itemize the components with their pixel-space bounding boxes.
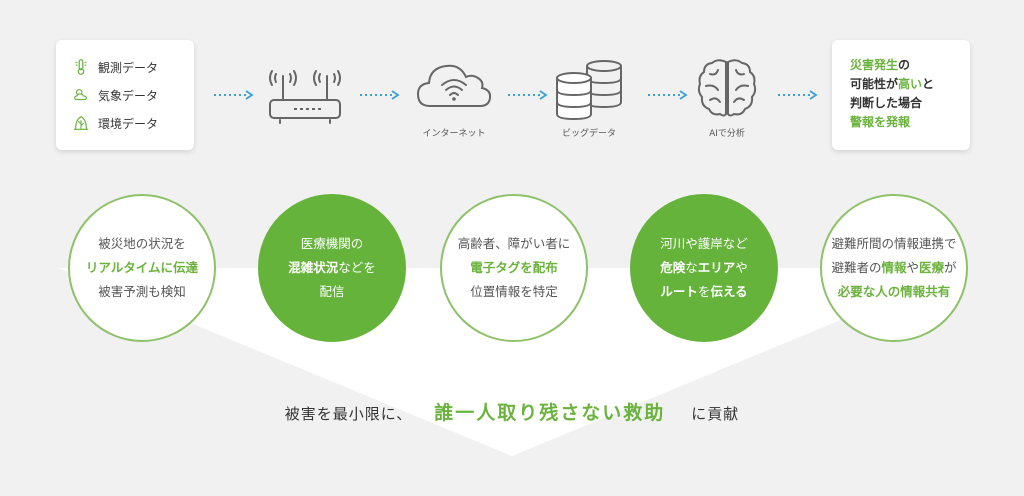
benefit-circle-hospital: 医療機関の混雑状況などを配信 <box>258 194 406 342</box>
flow-arrow-5 <box>778 90 818 100</box>
flow-arrow-4 <box>648 90 688 100</box>
circle-text: 被災地の状況をリアルタイムに伝達被害予測も検知 <box>74 232 210 304</box>
circle-text-part: 配信 <box>319 284 345 299</box>
circle-line: 危険なエリアや <box>636 256 772 280</box>
circle-emphasis: 情報 <box>881 260 907 275</box>
source-item-weather: 気象データ <box>72 85 158 105</box>
circle-emphasis: 混雑状況 <box>288 260 339 275</box>
circle-text-part: 避難者の <box>831 260 882 275</box>
circle-line: 河川や護岸など <box>636 232 772 256</box>
circle-text-part: が <box>944 260 957 275</box>
benefit-circle-shelter: 避難所間の情報連携で避難者の情報や医療が必要な人の情報共有 <box>820 194 968 342</box>
flow-arrow-2 <box>360 90 400 100</box>
circle-text-part: 位置情報を特定 <box>470 284 558 299</box>
circle-text-part: を <box>697 284 711 299</box>
tagline-suffix: に貢献 <box>691 405 740 423</box>
circle-text-part: 河川や護岸など <box>660 236 748 251</box>
circle-line: 電子タグを配布 <box>446 256 582 280</box>
circle-line: 位置情報を特定 <box>446 280 582 304</box>
flow-arrow-3 <box>508 90 548 100</box>
thermometer-icon <box>75 59 87 75</box>
flow-arrow-1 <box>214 90 254 100</box>
circle-emphasis: リアルタイムに伝達 <box>85 260 199 275</box>
circle-emphasis: 危険 <box>660 260 686 275</box>
alert-result-card: 災害発生の 可能性が高いと 判断した場合 警報を発報 <box>832 40 970 150</box>
circle-text-part: や <box>906 260 919 275</box>
benefit-circle-realtime: 被災地の状況をリアルタイムに伝達被害予測も検知 <box>68 194 216 342</box>
circle-text-part: 被災地の状況を <box>98 236 186 251</box>
result-highlight: 災害発生 <box>850 58 899 72</box>
circle-emphasis: ルート <box>660 284 698 299</box>
circle-text: 医療機関の混雑状況などを配信 <box>264 232 400 304</box>
benefit-circle-danger: 河川や護岸など危険なエリアやルートを伝える <box>630 194 778 342</box>
brain-icon <box>697 59 757 117</box>
circle-text-part: 避難所間の情報連携で <box>831 236 957 251</box>
bigdata-label: ビッグデータ <box>561 129 616 139</box>
tagline: 被害を最小限に、 誰一人取り残さない救助 に貢献 <box>0 398 1024 425</box>
tagline-prefix: 被害を最小限に、 <box>284 405 413 423</box>
circle-line: 必要な人の情報共有 <box>826 280 962 304</box>
circle-text-part: などを <box>338 260 376 275</box>
circle-text-part: 医療機関の <box>300 236 364 251</box>
circle-emphasis: 伝える <box>710 284 748 299</box>
circle-text-part: 高齢者、障がい者に <box>457 236 571 251</box>
result-highlight: 警報を発報 <box>850 115 911 129</box>
circle-text: 避難所間の情報連携で避難者の情報や医療が必要な人の情報共有 <box>826 232 962 304</box>
circle-text-part: や <box>735 260 748 275</box>
circle-line: ルートを伝える <box>636 280 772 304</box>
circle-text: 河川や護岸など危険なエリアやルートを伝える <box>636 232 772 304</box>
source-item-environment: 環境データ <box>72 113 158 133</box>
cloud-wifi-icon <box>416 64 492 107</box>
circle-line: 高齢者、障がい者に <box>446 232 582 256</box>
source-label: 観測データ <box>98 60 159 75</box>
leaf-icon <box>73 116 89 130</box>
circle-text: 高齢者、障がい者に電子タグを配布位置情報を特定 <box>446 232 582 304</box>
tagline-highlight: 誰一人取り残さない救助 <box>434 402 666 424</box>
wifi-router-icon <box>269 70 341 124</box>
circle-line: 混雑状況などを <box>264 256 400 280</box>
database-icon <box>556 60 622 120</box>
data-sources-card: 観測データ 気象データ 環境データ <box>56 40 194 150</box>
circle-emphasis: 必要な人の情報共有 <box>837 284 951 299</box>
circle-text-part: 被害予測も検知 <box>98 284 186 299</box>
benefit-circle-tag: 高齢者、障がい者に電子タグを配布位置情報を特定 <box>440 194 588 342</box>
source-label: 気象データ <box>98 88 159 103</box>
result-text: 可能性が <box>850 77 899 91</box>
circle-text-part: な <box>685 260 698 275</box>
circle-line: 配信 <box>264 280 400 304</box>
circle-emphasis: 電子タグを配布 <box>470 260 558 275</box>
cloud-sun-icon <box>74 89 87 101</box>
internet-label: インターネット <box>422 129 486 139</box>
circle-line: リアルタイムに伝達 <box>74 256 210 280</box>
result-highlight: 高い <box>898 77 923 91</box>
circle-line: 避難者の情報や医療が <box>826 256 962 280</box>
circle-line: 医療機関の <box>264 232 400 256</box>
circle-line: 被災地の状況を <box>74 232 210 256</box>
circle-emphasis: エリア <box>697 260 736 275</box>
alert-result-text: 災害発生の 可能性が高いと 判断した場合 警報を発報 <box>850 56 968 132</box>
source-item-observation: 観測データ <box>72 57 158 77</box>
result-text: の <box>898 58 911 72</box>
circle-line: 被害予測も検知 <box>74 280 210 304</box>
circle-line: 避難所間の情報連携で <box>826 232 962 256</box>
source-label: 環境データ <box>98 116 159 131</box>
circle-emphasis: 医療 <box>919 260 945 275</box>
result-text: と <box>922 77 935 91</box>
result-text: 判断した場合 <box>850 96 923 110</box>
ai-label: AIで分析 <box>709 129 745 139</box>
